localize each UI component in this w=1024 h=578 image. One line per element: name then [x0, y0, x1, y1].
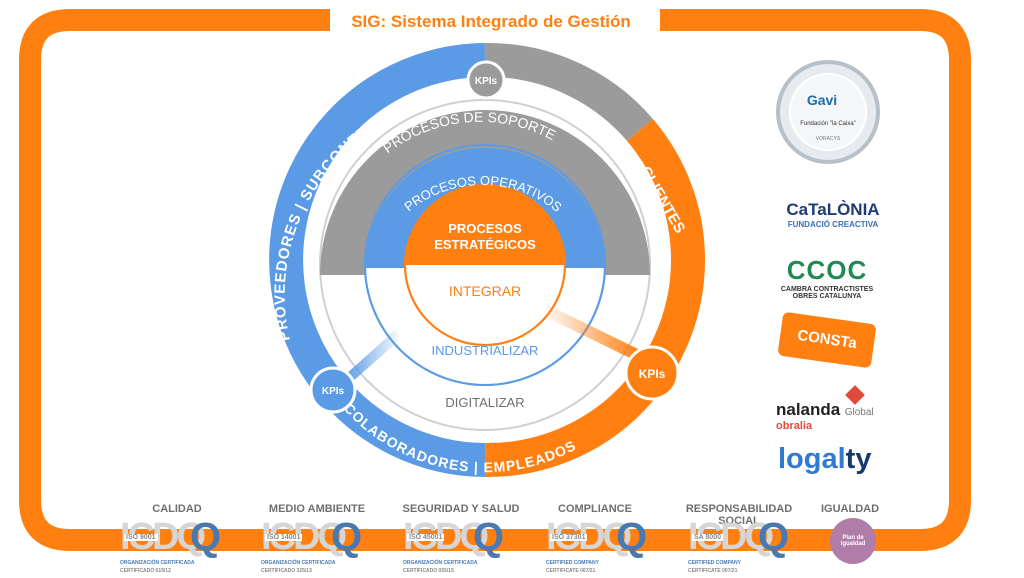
- svg-text:KPIs: KPIs: [475, 76, 498, 87]
- ccoc-logo: CCOC CAMBRA CONTRACTISTES OBRES CATALUNY…: [780, 255, 874, 300]
- arrow-left: [345, 330, 402, 382]
- kpi-gear-right: KPIs: [624, 345, 680, 401]
- cert-label-seguridad: SEGURIDAD Y SALUD: [402, 503, 520, 515]
- ring-left-blue: [269, 43, 486, 396]
- core-label-line2: ESTRATÉGICOS: [434, 237, 536, 252]
- gavi-badge: Gavi Fundación "la Caixa" VORACYS: [776, 60, 880, 164]
- cert-label-compliance: COMPLIANCE: [558, 503, 632, 515]
- svg-text:Fundación "la Caixa": Fundación "la Caixa": [800, 121, 856, 127]
- svg-text:KPIs: KPIs: [322, 386, 345, 397]
- svg-text:KPIs: KPIs: [639, 367, 666, 381]
- cert-logo-compliance: ICDQ Q ISO 37301 CERTIFIED COMPANY CERTI…: [546, 515, 648, 574]
- cert-logo-calidad: ICDQ Q ISO 9001 ORGANIZACIÓN CERTIFICADA…: [120, 515, 222, 574]
- support-band: [320, 110, 650, 276]
- cert-label-responsabilidad: RESPONSABILIDAD SOCIAL: [685, 503, 793, 527]
- cert-logo-responsabilidad: ICDQ Q SA 8000 CERTIFIED COMPANY CERTIFI…: [688, 515, 790, 574]
- core-label-line1: PROCESOS: [448, 221, 522, 236]
- operative-band: [365, 148, 605, 268]
- cert-label-igualdad: IGUALDAD: [820, 503, 880, 515]
- industrializar-label: INDUSTRIALIZAR: [432, 343, 539, 358]
- kpi-gear-top: KPIs: [466, 60, 506, 100]
- ring-bottom-orange: [484, 378, 653, 478]
- logalty-logo: logalty: [778, 443, 872, 475]
- cert-logo-seguridad: ICDQ Q ISO 45001 ORGANIZACIÓN CERTIFICAD…: [403, 515, 505, 574]
- svg-text:VORACYS: VORACYS: [816, 136, 841, 142]
- cert-label-medio-ambiente: MEDIO AMBIENTE: [268, 503, 366, 515]
- core-orange: [405, 185, 565, 265]
- cert-logo-medio-ambiente: ICDQ Q ISO 14001 ORGANIZACIÓN CERTIFICAD…: [261, 515, 363, 574]
- arrow-right: [542, 305, 640, 360]
- catalonia-logo: CaTaLÒNIA FUNDACIÓ CREACTIVA: [786, 200, 880, 229]
- page-title: SIG: Sistema Integrado de Gestión: [330, 8, 652, 36]
- kpi-gear-left: KPIs: [309, 366, 357, 414]
- ring-top-gray: [484, 42, 653, 142]
- integrar-label: INTEGRAR: [449, 283, 521, 299]
- outer-frame: [19, 9, 971, 551]
- svg-text:Gavi: Gavi: [807, 92, 837, 108]
- digitalizar-label: DIGITALIZAR: [445, 395, 524, 410]
- cert-label-calidad: CALIDAD: [152, 503, 202, 515]
- igualdad-badge: Plan de Igualdad: [830, 518, 876, 564]
- nalanda-logo: nalanda Global obralia: [776, 385, 896, 432]
